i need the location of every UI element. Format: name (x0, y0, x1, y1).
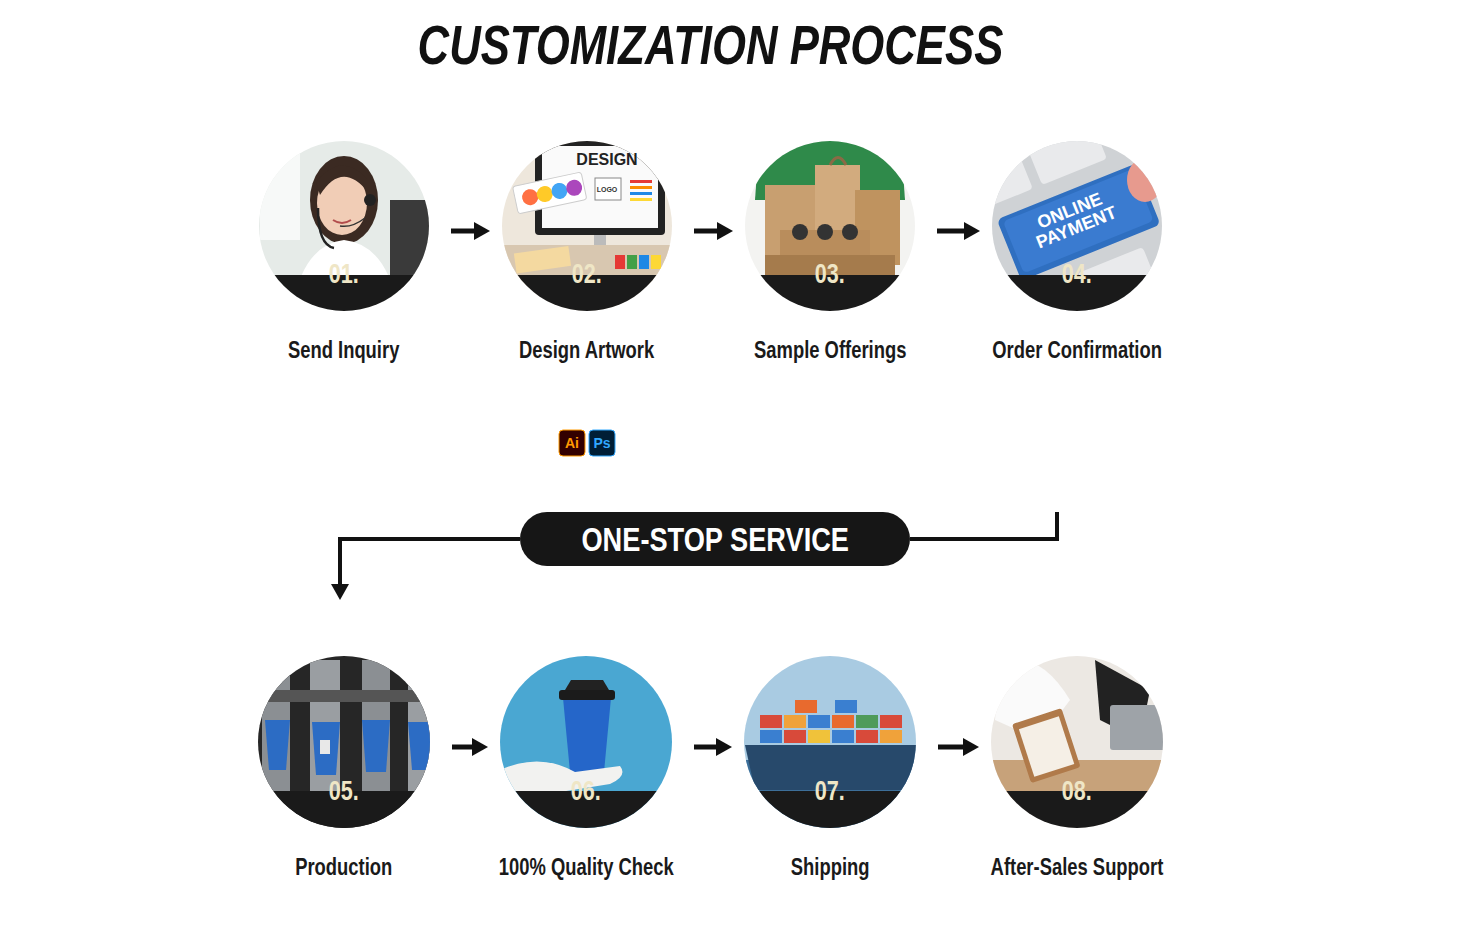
step-caption-text: Order Confirmation (992, 337, 1162, 364)
quality-check-photo (495, 650, 685, 841)
photo-label: Ps (593, 436, 610, 450)
step-number-text: 04. (1062, 259, 1092, 290)
design-desk-photo (500, 130, 690, 320)
step-number: 05. (258, 776, 430, 807)
step-circle: 06.100% Quality Check (500, 656, 672, 828)
step-circle: 08.After-Sales Support (991, 656, 1163, 828)
flow-arrow (340, 539, 520, 586)
step-circle: 05.Production (258, 656, 430, 828)
step-circle: 07.Shipping (744, 656, 916, 828)
step-number-text: 01. (329, 259, 359, 290)
diagram-title: CUSTOMIZATION PROCESS (0, 12, 1420, 77)
step-caption-text: Design Artwork (519, 337, 654, 364)
photo-label: Ai (565, 436, 579, 450)
step-circle: 01.Send Inquiry (259, 141, 429, 311)
step-number: 01. (259, 259, 429, 290)
step-caption: Shipping (669, 854, 991, 881)
step-caption-text: Send Inquiry (288, 337, 399, 364)
step-number-text: 06. (571, 776, 601, 807)
step-number: 06. (500, 776, 672, 807)
step-caption-text: After-Sales Support (991, 854, 1164, 881)
step-number-text: 07. (815, 776, 845, 807)
step-caption: Order Confirmation (917, 337, 1237, 364)
step-number: 03. (745, 259, 915, 290)
step-caption-text: Production (295, 854, 392, 881)
flow-arrow (694, 229, 719, 234)
step-caption: After-Sales Support (916, 854, 1238, 881)
agent-photo (250, 130, 450, 320)
step-caption: Design Artwork (427, 337, 747, 364)
sample-bags-photo (740, 130, 930, 320)
photo-label: DESIGN (576, 152, 637, 168)
flow-arrow (694, 745, 718, 750)
band-text: ONE-STOP SERVICE (581, 520, 849, 559)
step-caption: Send Inquiry (184, 337, 504, 364)
flow-arrow (451, 229, 476, 234)
software-icons (559, 430, 615, 456)
flow-arrow (938, 745, 965, 750)
shipping-photo (740, 650, 930, 841)
production-photo (250, 650, 440, 841)
step-caption-text: Shipping (791, 854, 870, 881)
step-number: 07. (744, 776, 916, 807)
step-number-text: 03. (815, 259, 845, 290)
step-caption-text: Sample Offerings (754, 337, 906, 364)
payment-keyboard-photo (964, 117, 1179, 332)
step-caption-text: 100% Quality Check (499, 854, 674, 881)
step-number: 04. (992, 259, 1162, 290)
photo-label: LOGO (597, 186, 618, 193)
title-text: CUSTOMIZATION PROCESS (417, 12, 1003, 77)
step-number-text: 08. (1062, 776, 1092, 807)
step-caption: Production (183, 854, 505, 881)
flow-arrow (910, 512, 1057, 539)
step-caption: 100% Quality Check (425, 854, 747, 881)
step-number-text: 02. (572, 259, 602, 290)
step-number: 08. (991, 776, 1163, 807)
flow-arrow (937, 229, 966, 234)
service-band: ONE-STOP SERVICE (520, 512, 910, 566)
step-circle: 03.Sample Offerings (745, 141, 915, 311)
step-number-text: 05. (329, 776, 359, 807)
flow-arrow (452, 745, 474, 750)
step-number: 02. (502, 259, 672, 290)
after-sales-photo (985, 650, 1175, 841)
step-caption: Sample Offerings (670, 337, 990, 364)
